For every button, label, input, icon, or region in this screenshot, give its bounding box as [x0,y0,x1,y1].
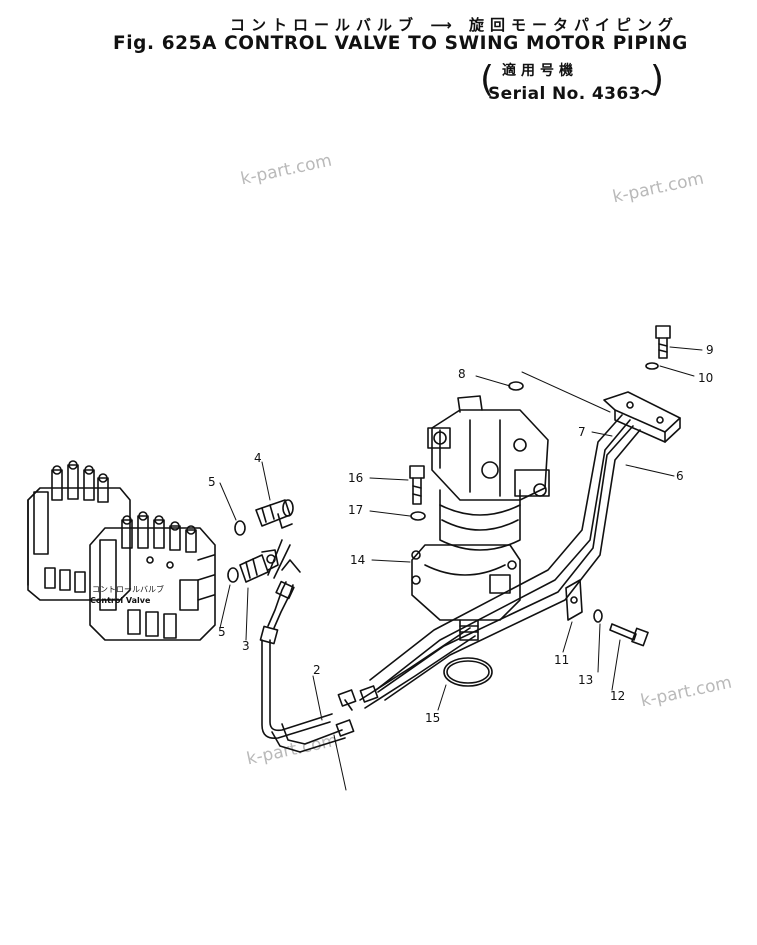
callout-10: 10 [698,371,713,385]
bolt-part-16 [409,465,425,505]
o-ring-part-15 [443,657,493,687]
applicability-japanese: 適用号機 [502,63,578,79]
callout-8: 8 [458,367,466,381]
pipe-lower [271,685,379,753]
serial-number: Serial No. 4363～ [488,84,659,104]
callout-14: 14 [350,553,365,567]
clamp-part-11 [565,579,583,621]
callout-11: 11 [554,653,569,667]
callout-numbers: 2 3 4 5 5 6 7 8 9 10 11 12 13 14 15 16 1… [208,343,714,725]
callout-16: 16 [348,471,363,485]
callout-7: 7 [578,425,586,439]
serial-applicability: ( 適用号機 Serial No. 4363～ ) [480,59,665,105]
callout-13: 13 [578,673,593,687]
callout-12: 12 [610,689,625,703]
control-valve-label: Control Valve [90,596,151,605]
callout-2: 2 [313,663,321,677]
swing-motor-drawing [411,395,550,641]
leader-lines [219,346,703,791]
control-valve-drawing [27,460,216,641]
bolt-part-12 [609,623,649,647]
figure-title: Fig. 625A CONTROL VALVE TO SWING MOTOR P… [113,33,688,54]
control-valve-label-japanese: コントロールバルブ [92,584,164,594]
callout-15: 15 [425,711,440,725]
title-japanese: コントロールバルブ ⟶ 旋回モータパイピング [230,16,679,34]
elbow-part-3 [239,549,279,583]
washer-part-10 [645,362,659,370]
left-paren: ( [480,59,495,100]
callout-5-upper: 5 [208,475,216,489]
callout-9: 9 [706,343,714,357]
o-ring-part-5-lower [227,567,239,583]
washer-part-17 [410,511,426,521]
flange-plate [603,391,681,443]
callout-3: 3 [242,639,250,653]
adapter-part-4 [255,499,294,529]
callout-6: 6 [676,469,684,483]
o-ring-part-5-upper [234,520,246,536]
callout-4: 4 [254,451,262,465]
o-ring-part-8 [508,381,524,391]
hose-assembly [259,539,333,740]
right-paren: ) [650,59,665,100]
pipe-long [359,414,641,709]
callout-17: 17 [348,503,363,517]
o-ring-part-15-inner [446,660,490,684]
bolt-part-9 [655,325,671,359]
callout-5-lower: 5 [218,625,226,639]
washer-part-13 [593,609,603,623]
